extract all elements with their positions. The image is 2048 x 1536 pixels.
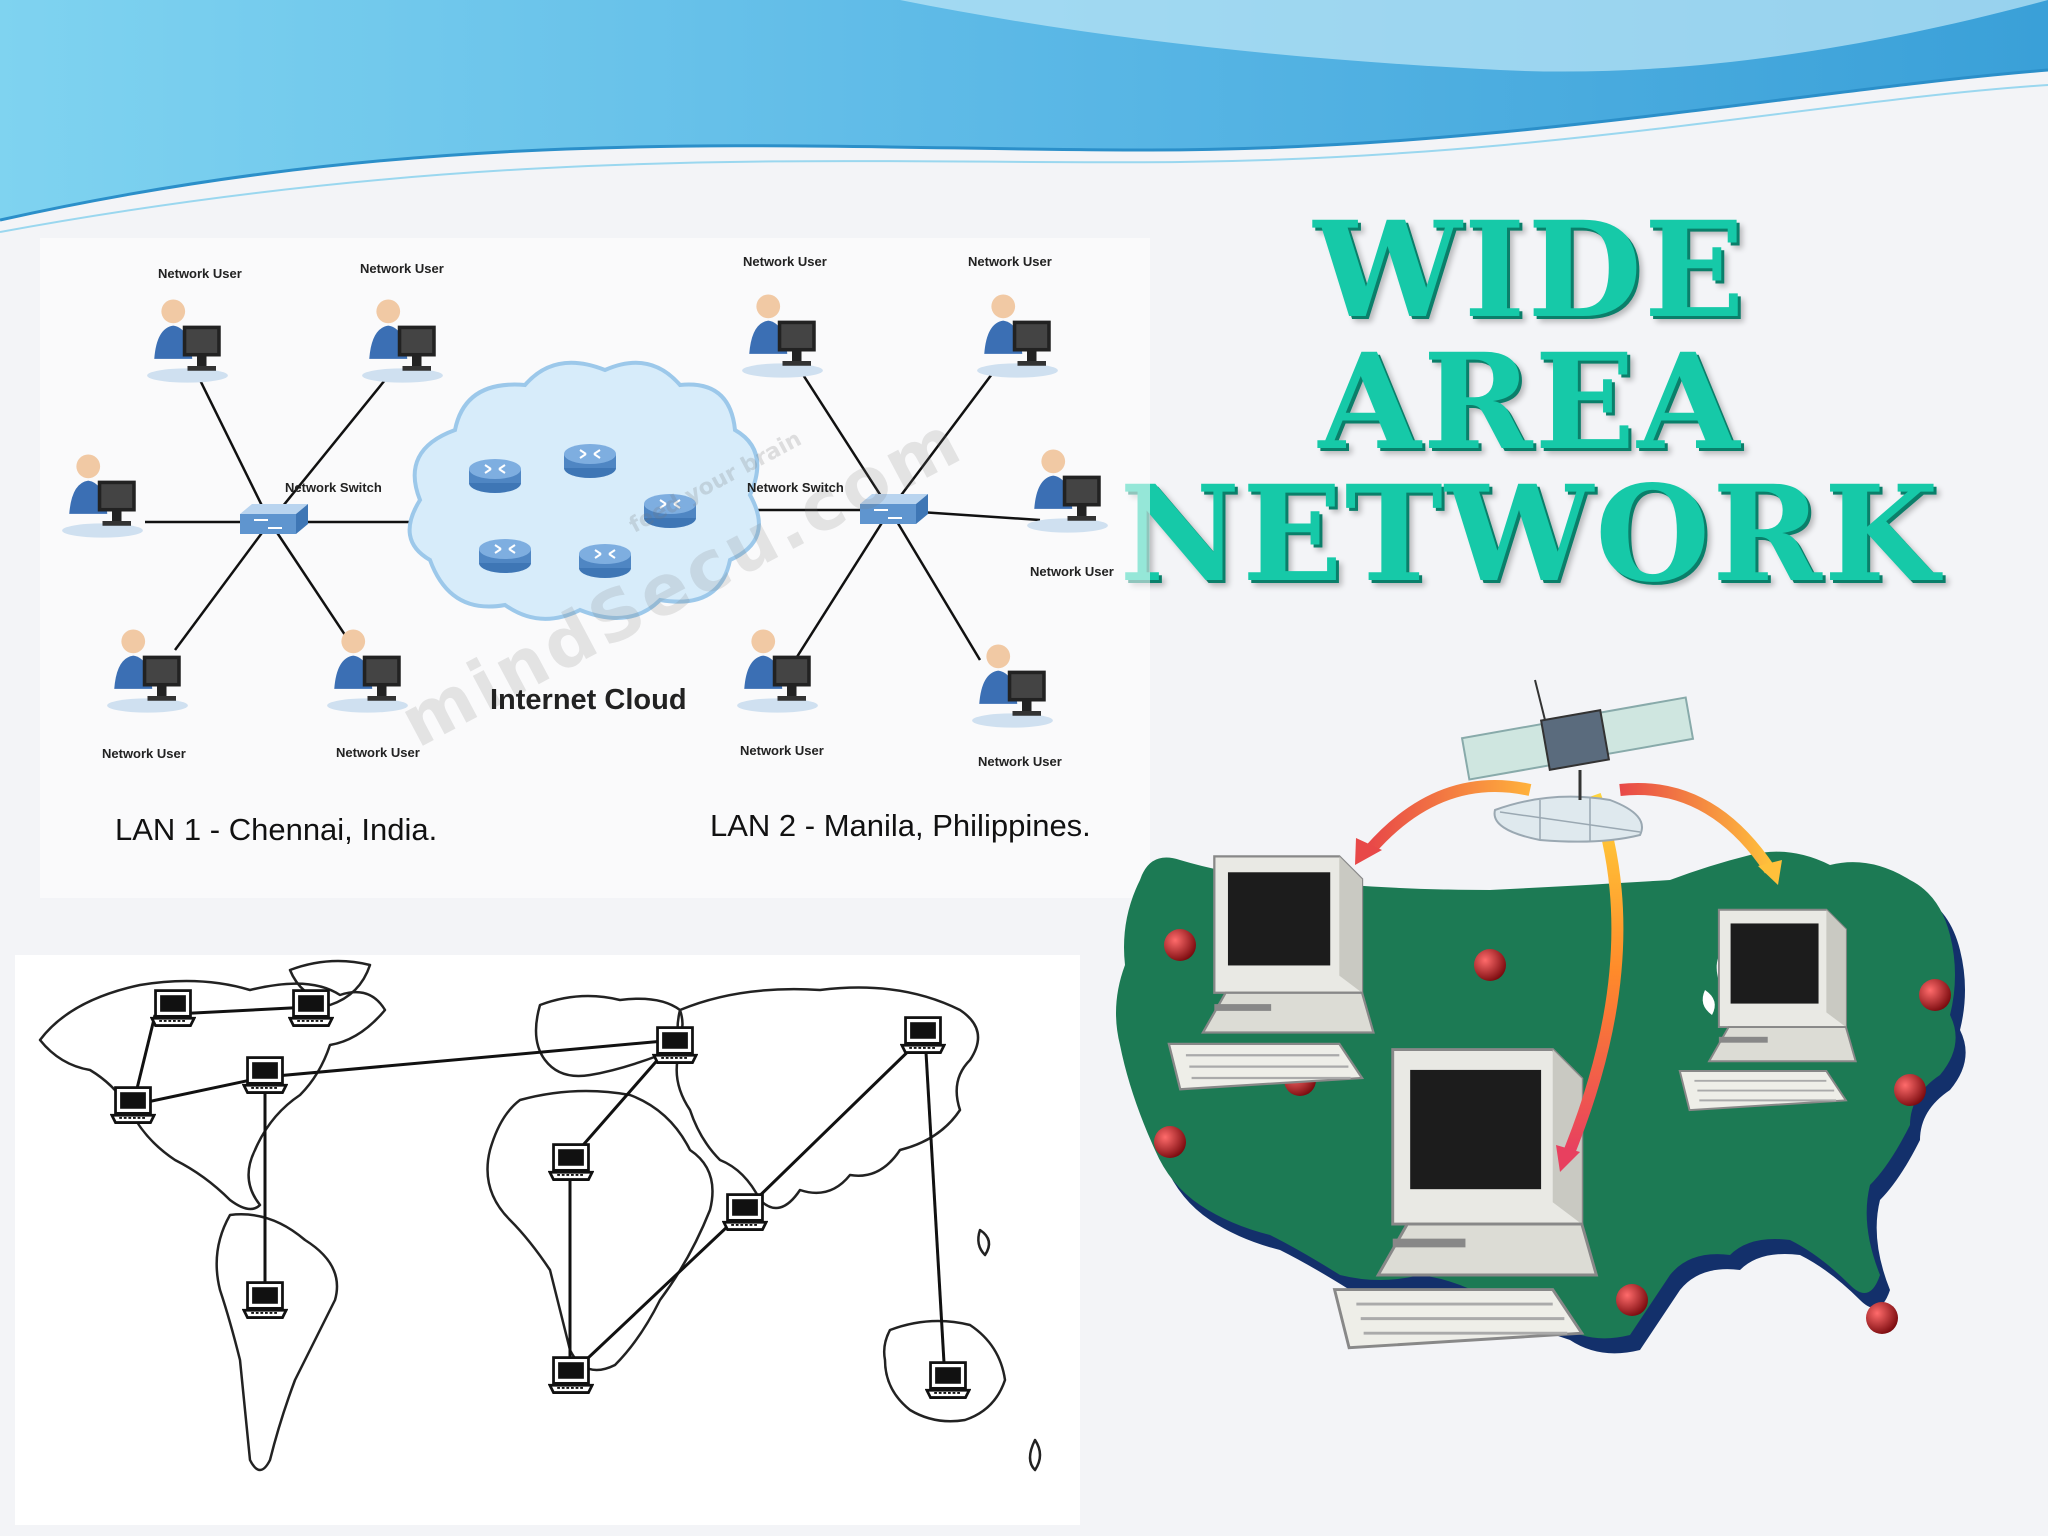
user-label: Network User (360, 261, 444, 276)
cloud-label: Internet Cloud (490, 684, 687, 716)
user-label: Network User (978, 754, 1062, 769)
switch-label: Network Switch (747, 480, 844, 495)
user-label: Network User (968, 254, 1052, 269)
user-label: Network User (158, 266, 242, 281)
lan2-caption: LAN 2 - Manila, Philippines. (710, 808, 1091, 843)
node-markers (1154, 929, 1951, 1334)
switch-label: Network Switch (285, 480, 382, 495)
page-title: WIDE AREA NETWORK (1080, 205, 1980, 601)
user-label: Network User (1030, 564, 1114, 579)
lan1-caption: LAN 1 - Chennai, India. (115, 812, 438, 847)
user-label: Network User (336, 745, 420, 760)
satellite-icon (1460, 679, 1695, 843)
user-label: Network User (743, 254, 827, 269)
user-label: Network User (740, 743, 824, 758)
title-line-2: NETWORK (1119, 457, 1941, 612)
user-label: Network User (102, 746, 186, 761)
title-line-1: WIDE AREA (1313, 193, 1747, 480)
